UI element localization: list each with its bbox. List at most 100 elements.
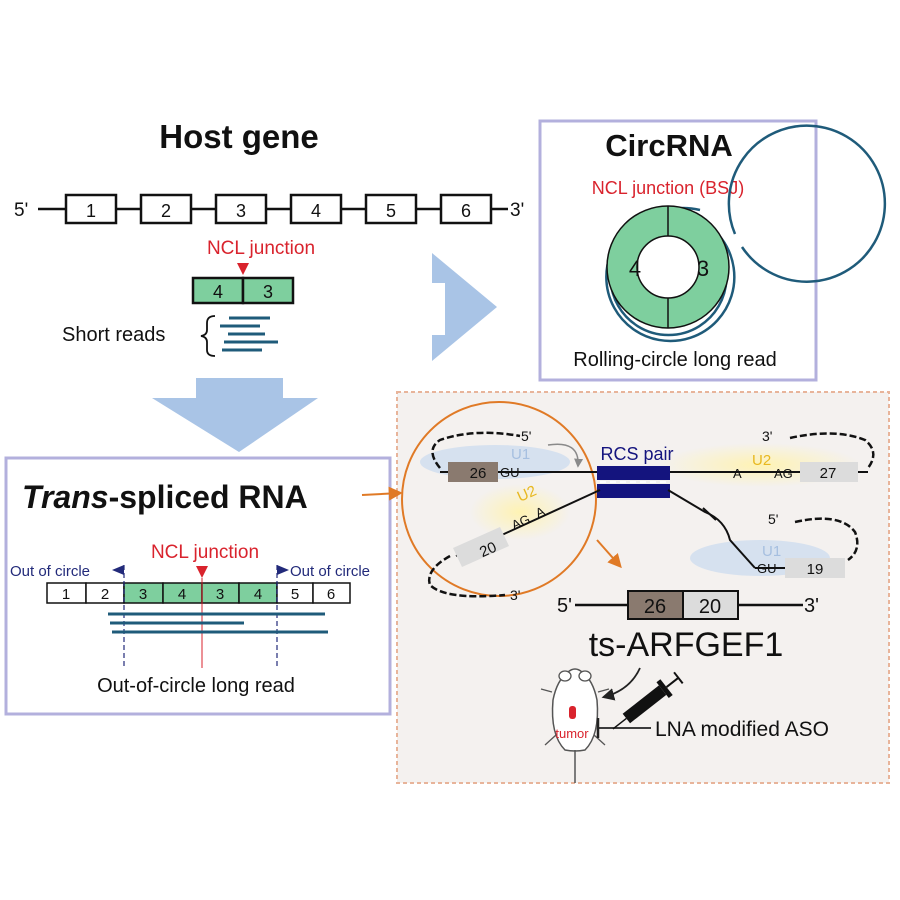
trans-exon-label: 6 <box>327 586 335 603</box>
host-gene-title: Host gene <box>159 118 319 155</box>
intron-loop-bottom-right <box>794 517 859 562</box>
product-exon-26-label: 26 <box>644 596 666 618</box>
product-exon-20 <box>682 590 739 620</box>
exon-27-block <box>800 462 858 482</box>
product-five-prime: 5' <box>557 595 572 617</box>
ag-site-left: AG <box>509 511 532 532</box>
down-flow-arrow <box>152 378 318 452</box>
syringe-icon <box>612 671 684 730</box>
host-gene-exon-3: 3 <box>214 193 268 225</box>
short-reads-label: Short reads <box>62 324 165 346</box>
intron-loop-top-left <box>431 431 521 469</box>
trans-exon-label: 2 <box>101 586 109 603</box>
out-of-circle-left-label: Out of circle <box>10 563 90 580</box>
exon-27-label: 27 <box>820 465 837 482</box>
short-reads-lines <box>220 316 278 352</box>
host-ncl-marker-icon <box>237 263 249 275</box>
trans-spliced-panel: Trans-spliced RNA NCL junction Out of ci… <box>4 456 392 716</box>
u2-label-right: U2 <box>752 452 771 469</box>
trans-spliced-title: Trans-spliced RNA <box>22 479 308 515</box>
mechanism-panel: 5' 3' 5' 3' 26 GU U1 RCS pair A U2 AG 27… <box>361 391 890 784</box>
trans-exon-label: 4 <box>178 586 186 603</box>
u2-glow-left <box>470 484 570 540</box>
host-gene-exon-label: 4 <box>311 201 321 221</box>
exon-20-label: 20 <box>477 539 499 561</box>
host-gene-exon-1: 1 <box>64 193 118 225</box>
circrna-panel: CircRNA NCL junction (BSJ) 4 3 Rolling-c… <box>538 119 887 382</box>
trans-spliced-title-italic: Trans <box>22 479 109 515</box>
host-gene-exon-label: 1 <box>86 201 96 221</box>
aso-label: LNA modified ASO <box>655 718 829 741</box>
circrna-ring-inner <box>636 235 700 299</box>
exon-26-block <box>448 462 498 482</box>
trans-ncl-marker-icon <box>196 566 208 578</box>
out-of-circle-right-arrow-icon <box>277 565 289 575</box>
exon-19-block <box>785 558 845 578</box>
tumor-spot <box>569 706 576 719</box>
host-gene-exon-label: 2 <box>161 201 171 221</box>
host-junction-exons: 4 3 <box>191 276 295 305</box>
trans-to-mechanism-arrow <box>361 486 403 501</box>
trans-exon-label: 5 <box>291 586 299 603</box>
product-three-prime: 3' <box>804 595 819 617</box>
spliceosome-circle <box>401 401 597 597</box>
circrna-exon-right: 3 <box>697 256 709 281</box>
u1-label-a: U1 <box>511 446 530 463</box>
host-gene-exon-5: 5 <box>364 193 418 225</box>
ag-site-right: AG <box>774 466 793 481</box>
out-of-circle-right-label: Out of circle <box>290 563 370 580</box>
trans-exon-label: 1 <box>62 586 70 603</box>
mech-three-prime-a: 3' <box>762 428 772 444</box>
trans-ncl-junction-label: NCL junction <box>151 542 259 563</box>
exon-20-block <box>453 527 509 567</box>
host-gene-exon-label: 3 <box>236 201 246 221</box>
rcs-pair-bottom <box>597 484 670 498</box>
host-gene-five-prime: 5' <box>14 200 28 221</box>
exon-26-label: 26 <box>470 465 487 482</box>
host-ncl-junction-label: NCL junction <box>207 238 315 259</box>
mech-three-prime-b: 3' <box>510 587 520 603</box>
host-gene-exon-4: 4 <box>289 193 343 225</box>
gu-site-a: GU <box>500 465 520 480</box>
short-reads-brace <box>200 315 216 357</box>
circrna-exon-left: 4 <box>629 256 641 281</box>
host-gene-three-prime: 3' <box>510 200 524 221</box>
trans-exon-label: 3 <box>139 586 147 603</box>
trans-spliced-title-rest: -spliced RNA <box>109 479 308 515</box>
host-gene-exon-2: 2 <box>139 193 193 225</box>
product-name: ts-ARFGEF1 <box>589 626 784 664</box>
mech-five-prime-b: 5' <box>768 511 778 527</box>
tumor-label: tumor <box>555 726 589 741</box>
mechanism-to-product-arrow <box>596 539 622 569</box>
u2-label-left: U2 <box>515 482 539 505</box>
u1-label-b: U1 <box>762 543 781 560</box>
a-site-right: A <box>733 466 742 481</box>
product-exon-20-label: 20 <box>699 596 721 618</box>
bottom-right-strand <box>667 489 756 569</box>
junction-exon-left: 4 <box>213 282 223 302</box>
rcs-pair-top <box>597 466 670 480</box>
aso-block-icon <box>702 507 717 521</box>
trans-exon-label: 4 <box>254 586 262 603</box>
exon-19-label: 19 <box>807 561 824 578</box>
host-gene-exon-label: 6 <box>461 201 471 221</box>
intron-loop-bottom-left <box>427 554 506 598</box>
product-exon-26 <box>627 590 684 620</box>
host-gene-exon-6: 6 <box>439 193 493 225</box>
rcs-pair-label: RCS pair <box>600 444 673 464</box>
circrna-bsj-label: NCL junction (BSJ) <box>592 178 744 198</box>
product-to-mouse-arrow <box>601 667 641 701</box>
out-of-circle-left-arrow-icon <box>112 565 124 575</box>
junction-exon-right: 3 <box>263 282 273 302</box>
host-gene-section: Host gene 5' 1 2 3 4 5 6 3' NCL junctio <box>14 118 524 357</box>
gu-site-b: GU <box>757 561 777 576</box>
host-gene-exon-label: 5 <box>386 201 396 221</box>
intron-loop-top-right <box>789 432 875 469</box>
circrna-caption: Rolling-circle long read <box>573 349 776 371</box>
right-flow-arrow <box>432 253 497 380</box>
mech-five-prime-a: 5' <box>521 428 531 444</box>
trans-exon-strip <box>46 582 351 604</box>
long-reads <box>108 612 328 634</box>
trans-caption: Out-of-circle long read <box>97 675 295 697</box>
